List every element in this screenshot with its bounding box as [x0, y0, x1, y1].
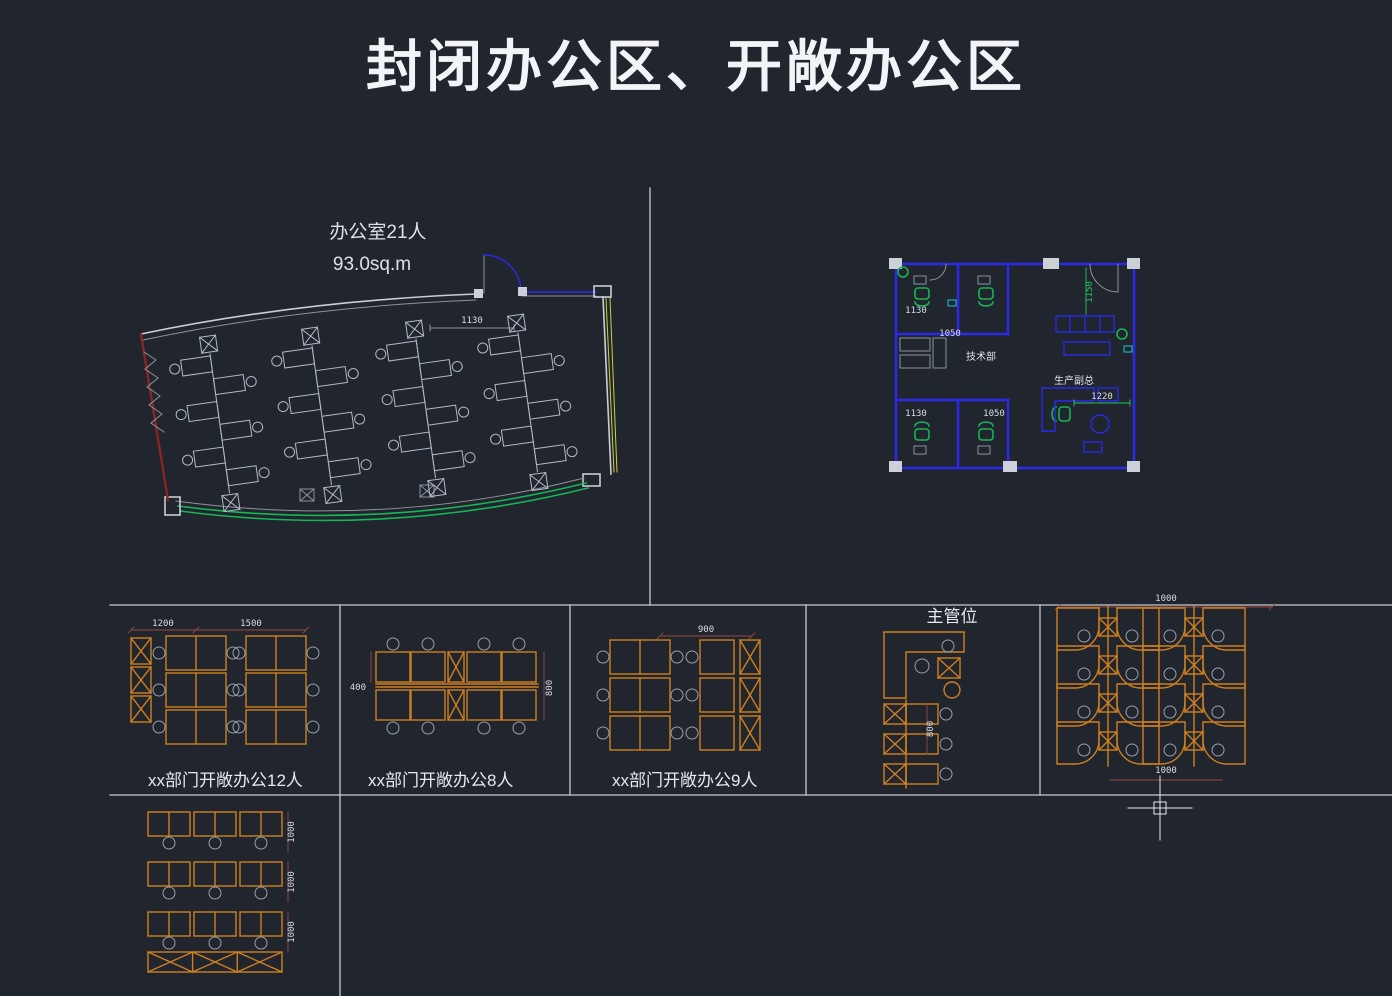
- closed-plan-workstations: [165, 308, 583, 517]
- closed-plan-label: 办公室21人: [329, 221, 426, 243]
- workstation-cluster: [165, 329, 275, 517]
- drawing-title: 封闭办公区、开敞办公区: [366, 35, 1026, 98]
- open8-dim-right: 800: [545, 680, 555, 696]
- closed-office-plan: 办公室21人 93.0sq.m: [139, 221, 618, 522]
- tech-plan-columns: [889, 258, 1140, 472]
- tech-plan-doors: [929, 263, 1119, 293]
- supervisor-chairs: [914, 639, 955, 781]
- open9-desks: [596, 639, 761, 751]
- tech-plan-cyan-marks: [947, 299, 1133, 353]
- tech-plan-tables: [899, 275, 991, 455]
- tech-plan-exec-furniture: [1041, 315, 1119, 453]
- tech-dim-bottom-left: 1130: [905, 409, 927, 419]
- curved-dim-bottom: 1000: [1155, 766, 1177, 776]
- crosshair-cursor: [1127, 775, 1193, 841]
- closed-plan-dim-text: 1130: [461, 316, 483, 326]
- tech-dim-top-left: 1130: [905, 306, 927, 316]
- open8-dim-left: 400: [350, 683, 366, 693]
- workstation-cluster: [371, 314, 481, 502]
- open9-dim-line: [656, 632, 756, 640]
- open12-dim-left: 1200: [152, 619, 174, 629]
- tech-office-plan: 技术部 生产副总 1130 1050 1150 1130 1050 1220: [889, 258, 1140, 472]
- open12-dim-line: [127, 626, 310, 634]
- open8-dim-lines: [370, 651, 545, 721]
- supervisor-label: 主管位: [927, 607, 978, 626]
- closed-plan-area: 93.0sq.m: [333, 254, 411, 275]
- tech-dim-line: [1073, 399, 1131, 407]
- tech-plan-chairs: [897, 266, 1128, 441]
- tech-dim-bottom-right: 1220: [1091, 392, 1113, 402]
- rows-dim-1: 1000: [287, 821, 297, 843]
- tech-dim-top-mid: 1050: [939, 329, 961, 339]
- section-open9: 900 xx部门开敞办公9人: [596, 625, 761, 790]
- workstation-cluster: [473, 308, 583, 496]
- section-curved-cluster: 1000: [1054, 594, 1276, 781]
- tech-dim-top-right: 1150: [1085, 281, 1095, 303]
- supervisor-desks: [883, 631, 965, 789]
- workstation-cluster: [267, 321, 377, 509]
- supervisor-dim-text: 800: [926, 721, 936, 737]
- open8-desks: [375, 637, 539, 735]
- open12-dim-right: 1500: [240, 619, 262, 629]
- closed-plan-walls: [139, 285, 618, 522]
- tech-plan-walls: [894, 262, 1136, 470]
- curved-dim-top-line: [1054, 603, 1276, 611]
- rows-desks: [147, 811, 283, 973]
- layout-divider-lines: [109, 187, 1392, 996]
- section-open8: 400 800 xx部门开敞办公8人: [350, 637, 555, 790]
- open12-label: xx部门开敞办公12人: [148, 771, 303, 790]
- tech-room-label: 技术部: [966, 350, 996, 363]
- rows-dim-2: 1000: [287, 871, 297, 893]
- section-open12: 1200 1500 xx部门开敞办公12人: [127, 619, 320, 790]
- entry-door: [474, 254, 527, 298]
- open9-dim-top: 900: [698, 625, 714, 635]
- open9-label: xx部门开敞办公9人: [612, 771, 757, 790]
- open12-desks: [130, 635, 320, 745]
- exec-room-label: 生产副总: [1054, 374, 1094, 387]
- section-supervisor: 主管位 800: [883, 607, 978, 789]
- section-desk-rows: 1000 1000 1000: [147, 811, 297, 973]
- curved-desks: [1056, 605, 1246, 767]
- rows-dim-3: 1000: [287, 921, 297, 943]
- curved-dim-top: 1000: [1155, 594, 1177, 604]
- tech-dim-bottom-mid: 1050: [983, 409, 1005, 419]
- structural-columns: [299, 484, 435, 502]
- open8-label: xx部门开敞办公8人: [368, 771, 513, 790]
